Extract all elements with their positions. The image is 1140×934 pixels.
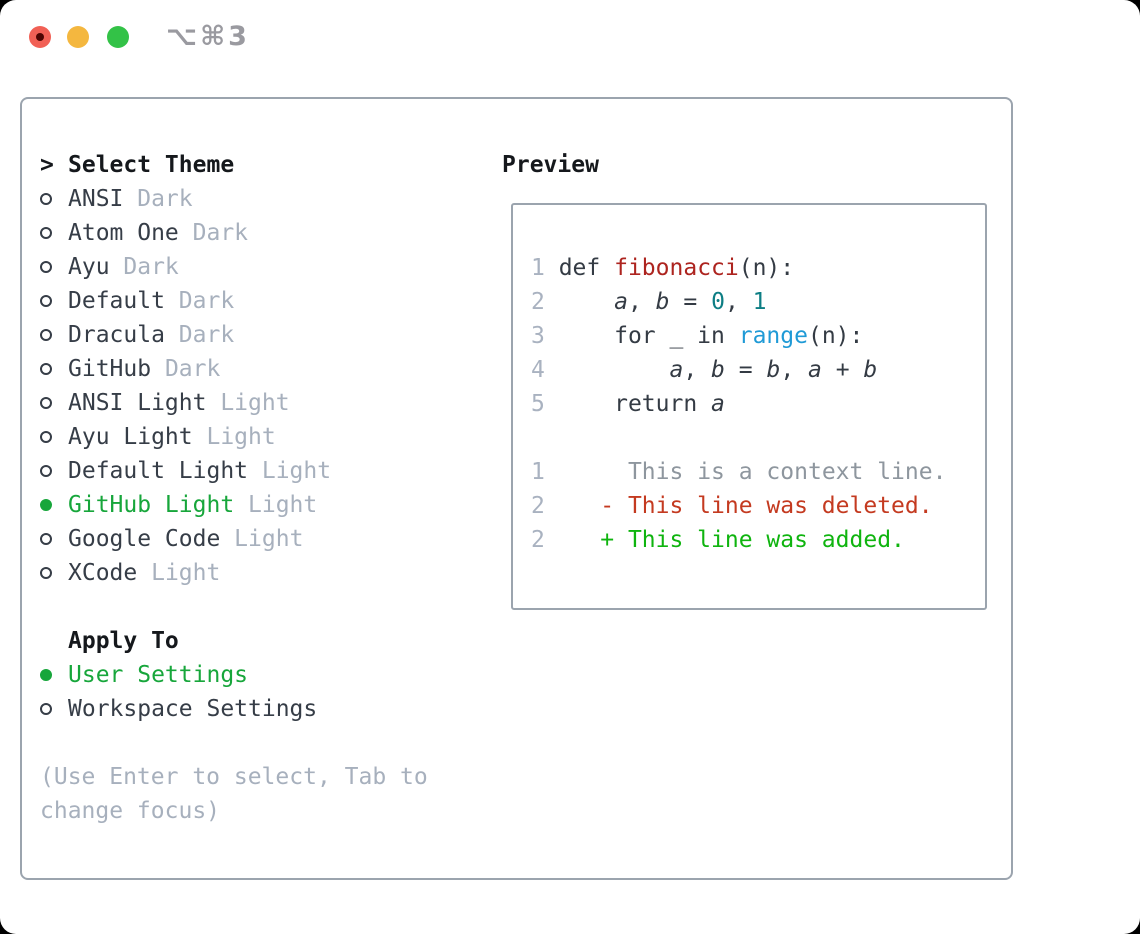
theme-variant-tag: Light [220, 526, 304, 552]
radio-unselected-icon [40, 261, 52, 273]
radio-selected-icon [40, 669, 52, 681]
preview-line: 2 a, b = 0, 1 [531, 289, 767, 315]
theme-variant-tag: Dark [178, 220, 249, 246]
preview-title: Preview [502, 152, 599, 178]
option-label: Default [68, 288, 165, 314]
theme-variant-tag: Light [192, 424, 276, 450]
radio-unselected-icon [40, 193, 52, 205]
radio-unselected-icon [40, 329, 52, 341]
theme-variant-tag: Dark [164, 288, 235, 314]
minimize-button[interactable] [67, 26, 89, 48]
preview-line [531, 421, 946, 455]
preview-line: 4 a, b = b, a + b [531, 357, 878, 383]
apply-to-option[interactable]: Workspace Settings [40, 692, 480, 726]
option-label: ANSI Light [68, 390, 207, 416]
select-theme-title: Select Theme [68, 152, 235, 178]
option-label: Atom One [68, 220, 179, 246]
option-label: Dracula [68, 322, 165, 348]
preview-line: 1 def fibonacci(n): [531, 255, 795, 281]
preview-code: 1 def fibonacci(n): 2 a, b = 0, 1 3 for _ … [531, 251, 946, 557]
zoom-button[interactable] [107, 26, 129, 48]
theme-option[interactable]: Google Code Light [40, 522, 480, 556]
focus-caret-icon: > [40, 152, 54, 178]
preview-line: 1 This is a context line. [531, 459, 947, 485]
theme-option[interactable]: Dracula Dark [40, 318, 480, 352]
preview-box: 1 def fibonacci(n): 2 a, b = 0, 1 3 for _ … [511, 203, 987, 610]
option-label: GitHub [68, 356, 152, 382]
radio-unselected-icon [40, 533, 52, 545]
preview-line: 2 + This line was added. [531, 527, 905, 553]
radio-unselected-icon [40, 295, 52, 307]
radio-selected-icon [40, 499, 52, 511]
title-bar: ⌥⌘3 [0, 0, 1140, 74]
help-text-line-2: change focus) [40, 798, 221, 824]
spacer [40, 590, 480, 624]
apply-to-option[interactable]: User Settings [40, 658, 480, 692]
select-theme-header: > Select Theme [40, 148, 480, 182]
theme-option[interactable]: Atom One Dark [40, 216, 480, 250]
help-text-line-1: (Use Enter to select, Tab to [40, 764, 428, 790]
theme-option[interactable]: XCode Light [40, 556, 480, 590]
apply-to-header: Apply To [40, 624, 480, 658]
spacer [40, 726, 480, 760]
radio-unselected-icon [40, 567, 52, 579]
radio-unselected-icon [40, 703, 52, 715]
preview-line: 3 for _ in range(n): [531, 323, 864, 349]
theme-variant-tag: Light [206, 390, 290, 416]
theme-option[interactable]: Ayu Light Light [40, 420, 480, 454]
radio-unselected-icon [40, 227, 52, 239]
theme-option[interactable]: ANSI Light Light [40, 386, 480, 420]
radio-unselected-icon [40, 465, 52, 477]
apply-to-title: Apply To [68, 628, 179, 654]
theme-option[interactable]: Default Light Light [40, 454, 480, 488]
preview-line: 2 - This line was deleted. [531, 493, 933, 519]
option-label: Ayu Light [68, 424, 193, 450]
theme-variant-tag: Dark [109, 254, 179, 280]
option-label: XCode [68, 560, 138, 586]
theme-option[interactable]: ANSI Dark [40, 182, 480, 216]
theme-option[interactable]: Default Dark [40, 284, 480, 318]
preview-line: 5 return a [531, 391, 725, 417]
radio-unselected-icon [40, 363, 52, 375]
option-label: Ayu [68, 254, 110, 280]
option-label: User Settings [68, 662, 249, 688]
radio-unselected-icon [40, 431, 52, 443]
theme-variant-tag: Light [248, 458, 332, 484]
option-label: ANSI [68, 186, 124, 212]
unsaved-indicator-icon [36, 33, 44, 41]
theme-variant-tag: Dark [123, 186, 193, 212]
theme-variant-tag: Light [137, 560, 221, 586]
theme-variant-tag: Dark [151, 356, 221, 382]
theme-variant-tag: Dark [164, 322, 235, 348]
option-label: GitHub Light [68, 492, 235, 518]
radio-unselected-icon [40, 397, 52, 409]
theme-option[interactable]: GitHub Light Light [40, 488, 480, 522]
option-label: Google Code [68, 526, 221, 552]
window-title: ⌥⌘3 [166, 21, 250, 52]
theme-option[interactable]: Ayu Dark [40, 250, 480, 284]
theme-option[interactable]: GitHub Dark [40, 352, 480, 386]
close-button[interactable] [29, 26, 51, 48]
theme-variant-tag: Light [234, 492, 318, 518]
option-label: Default Light [68, 458, 249, 484]
option-label: Workspace Settings [68, 696, 318, 722]
